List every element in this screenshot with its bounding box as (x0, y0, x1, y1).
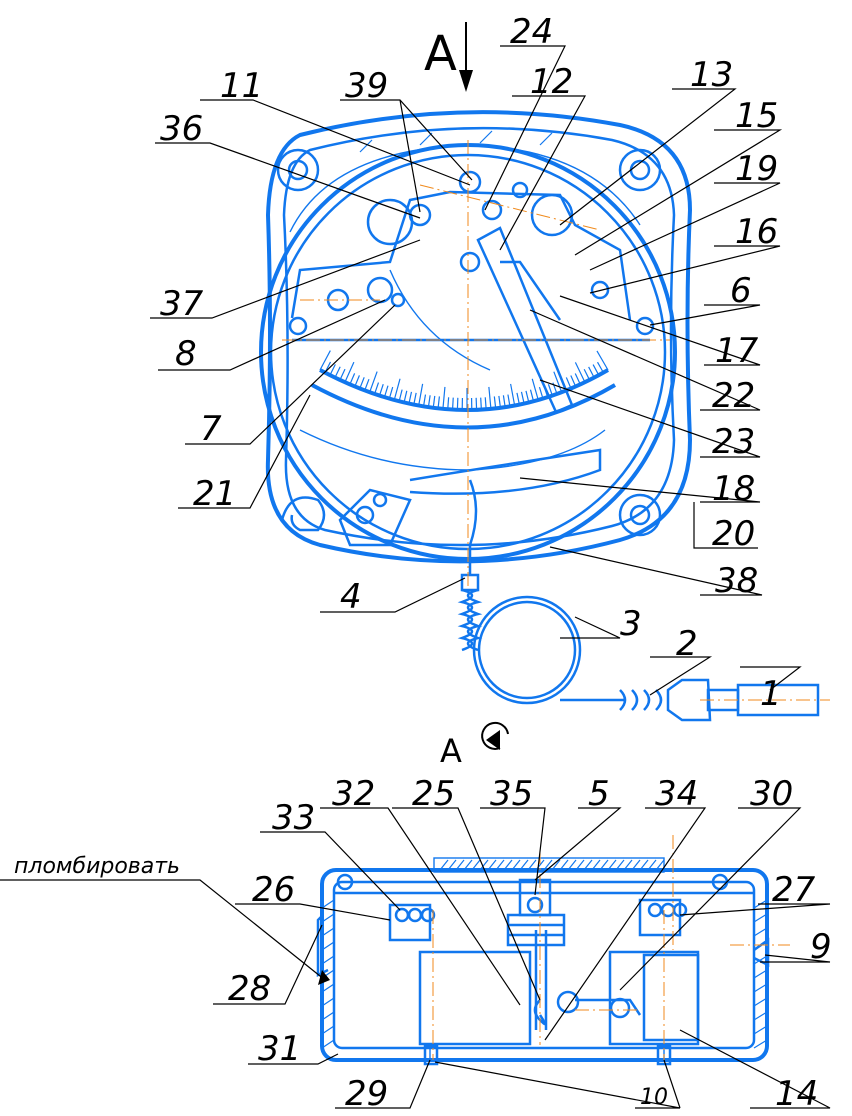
label-15: 15 (735, 96, 778, 136)
scale-ticks (319, 350, 609, 410)
label-2: 2 (676, 624, 698, 664)
label-6: 6 (730, 271, 752, 311)
label-30: 30 (750, 774, 793, 814)
label-20: 20 (712, 514, 755, 554)
label-26: 26 (252, 870, 295, 910)
label-34: 34 (655, 774, 698, 814)
label-22: 22 (712, 376, 755, 416)
label-24: 24 (510, 12, 553, 52)
label-19: 19 (735, 149, 778, 189)
label-5: 5 (588, 774, 610, 814)
section-letter-top: A (424, 26, 457, 82)
label-17: 17 (715, 331, 759, 371)
label-16: 16 (735, 212, 778, 252)
label-36: 36 (160, 109, 203, 149)
label-11: 11 (220, 66, 263, 106)
label-8: 8 (175, 334, 197, 374)
label-4: 4 (340, 577, 362, 617)
label-10: 10 (640, 1085, 668, 1110)
callout-numbers: 1 2 3 4 5 6 7 8 9 10 11 12 13 14 15 16 1… (14, 12, 832, 1114)
label-39: 39 (345, 66, 388, 106)
section-letter-bottom: A (440, 732, 462, 770)
section-view: A (316, 721, 790, 1066)
seal-note: пломбировать (14, 854, 180, 879)
label-3: 3 (620, 604, 642, 644)
label-31: 31 (258, 1029, 301, 1069)
label-13: 13 (690, 55, 733, 95)
label-14: 14 (775, 1074, 818, 1114)
label-28: 28 (228, 969, 271, 1009)
glass-hatch (439, 859, 665, 871)
label-38: 38 (715, 561, 758, 601)
label-1: 1 (760, 674, 782, 714)
label-7: 7 (200, 409, 222, 449)
label-23: 23 (712, 422, 755, 462)
callouts (0, 45, 831, 1109)
label-9: 9 (810, 927, 832, 967)
label-27: 27 (772, 870, 816, 910)
label-29: 29 (345, 1074, 388, 1114)
label-33: 33 (272, 798, 315, 838)
label-32: 32 (332, 774, 375, 814)
label-25: 25 (412, 774, 455, 814)
label-37: 37 (160, 284, 204, 324)
label-18: 18 (712, 469, 755, 509)
label-21: 21 (193, 474, 236, 514)
label-12: 12 (530, 62, 573, 102)
label-35: 35 (490, 774, 533, 814)
